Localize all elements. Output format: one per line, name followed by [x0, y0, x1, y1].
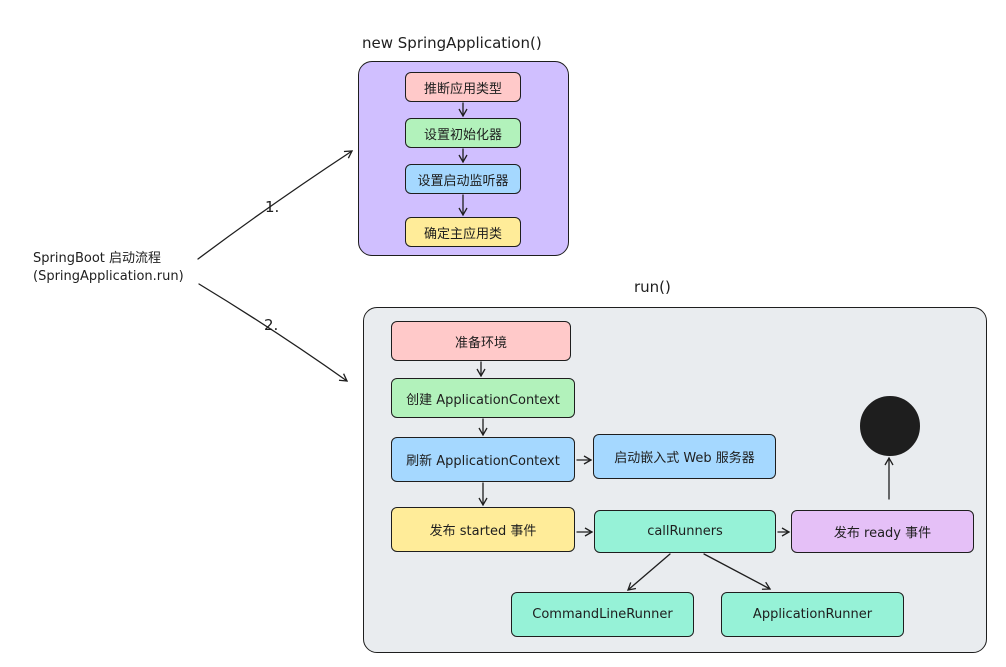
main-class-box: 确定主应用类: [405, 217, 521, 247]
run-group-title: run(): [634, 278, 671, 296]
command-line-runner-box: CommandLineRunner: [511, 592, 694, 637]
start-web-server-box: 启动嵌入式 Web 服务器: [593, 434, 776, 479]
end-node: [860, 396, 920, 456]
call-runners-box: callRunners: [594, 510, 776, 553]
arrow-callrunners-to-application: [703, 553, 772, 590]
arrow-callrunners-to-commandline: [627, 553, 671, 591]
create-context-box: 创建 ApplicationContext: [391, 378, 575, 418]
publish-started-box: 发布 started 事件: [391, 507, 575, 552]
entry-label-line1: SpringBoot 启动流程: [33, 251, 162, 266]
application-runner-box: ApplicationRunner: [721, 592, 904, 637]
arrow-entry-to-init: [197, 150, 354, 260]
infer-app-type-box: 推断应用类型: [405, 72, 521, 102]
refresh-context-box: 刷新 ApplicationContext: [391, 437, 575, 482]
prepare-env-box: 准备环境: [391, 321, 571, 361]
init-group-title: new SpringApplication(): [362, 34, 542, 52]
set-listeners-box: 设置启动监听器: [405, 164, 521, 194]
publish-ready-box: 发布 ready 事件: [791, 510, 974, 553]
arrow-entry-to-run: [198, 283, 349, 382]
set-initializers-box: 设置初始化器: [405, 118, 521, 148]
entry-label-line2: (SpringApplication.run): [33, 269, 184, 284]
entry-label: SpringBoot 启动流程 (SpringApplication.run): [33, 250, 184, 286]
step-2-label: 2.: [264, 316, 279, 334]
